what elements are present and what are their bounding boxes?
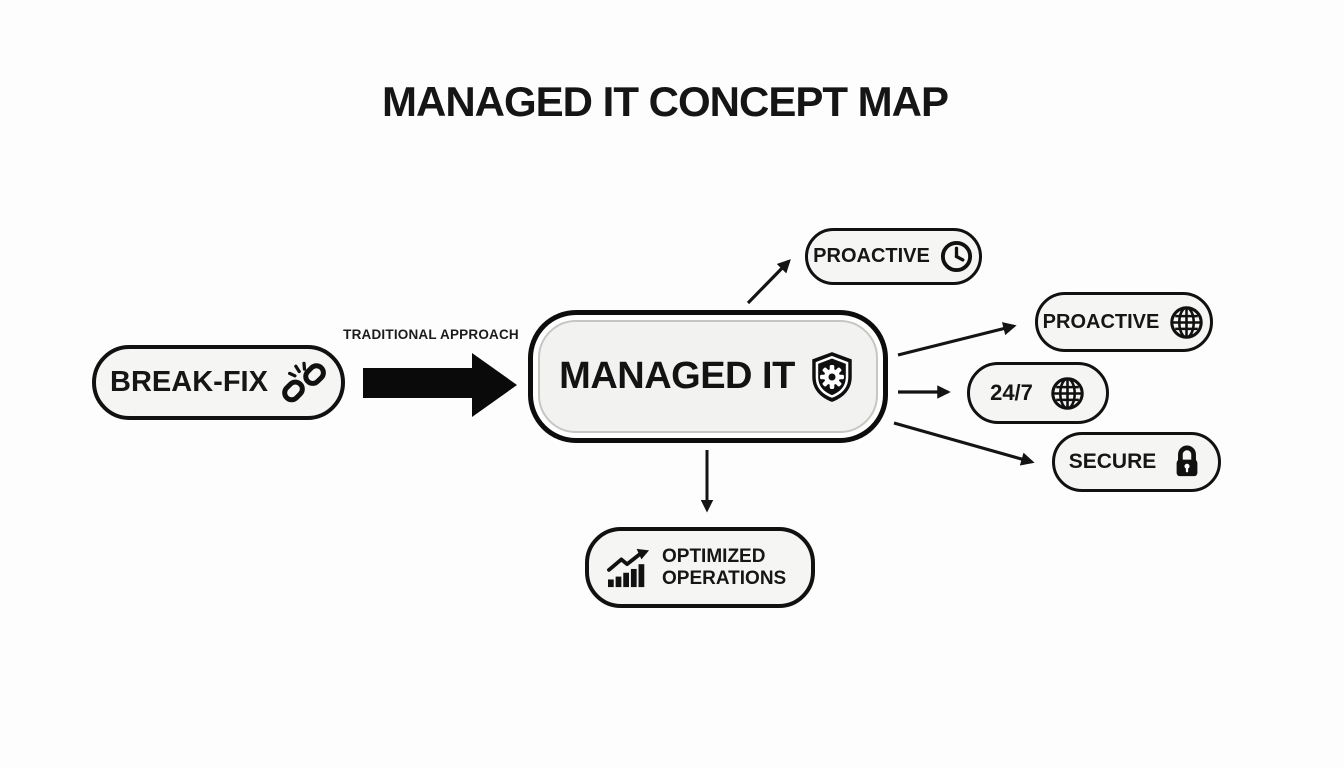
proactive-globe-label: PROACTIVE	[1042, 310, 1160, 333]
managed-it-inner-panel: MANAGED IT	[538, 320, 878, 433]
node-proactive-clock: PROACTIVE	[805, 228, 982, 285]
connector-to-secure	[893, 421, 1035, 466]
broken-link-icon	[281, 360, 327, 406]
optimized-operations-label: OPTIMIZED OPERATIONS	[662, 545, 787, 589]
clock-icon	[939, 239, 974, 274]
node-secure: SECURE	[1052, 432, 1221, 492]
node-optimized-operations: OPTIMIZED OPERATIONS	[585, 527, 815, 608]
node-proactive-globe: PROACTIVE	[1035, 292, 1213, 352]
traditional-approach-arrow	[363, 353, 517, 417]
connector-to-proactive-globe	[897, 322, 1017, 357]
node-managed-it: MANAGED IT	[528, 310, 888, 443]
node-break-fix: BREAK-FIX	[92, 345, 345, 420]
shield-gear-icon	[807, 350, 857, 404]
globe-icon	[1049, 375, 1086, 412]
proactive-clock-label: PROACTIVE	[813, 245, 930, 267]
traditional-approach-label: TRADITIONAL APPROACH	[343, 327, 519, 342]
lock-icon	[1170, 443, 1204, 481]
secure-label: SECURE	[1068, 450, 1157, 473]
24-7-label: 24/7	[990, 380, 1033, 405]
globe-icon	[1168, 304, 1205, 341]
node-24-7: 24/7	[967, 362, 1109, 424]
break-fix-label: BREAK-FIX	[110, 366, 268, 398]
connector-to-proactive-clock	[746, 259, 791, 305]
page-title: MANAGED IT CONCEPT MAP	[382, 78, 949, 125]
managed-it-label: MANAGED IT	[559, 355, 795, 397]
trending-bar-chart-icon	[606, 547, 652, 589]
